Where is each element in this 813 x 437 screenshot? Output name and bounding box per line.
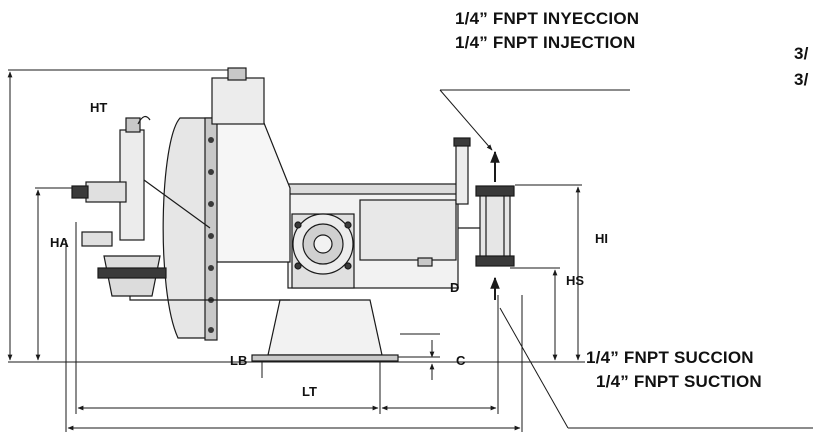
bell-base — [97, 267, 167, 279]
dim-label-hs: HS — [566, 273, 585, 288]
base-plate — [251, 354, 399, 362]
liquid-end-body — [479, 191, 511, 263]
motor-bolt-1 — [294, 221, 302, 229]
sensor-cap — [453, 137, 471, 147]
liquid-end-bottom — [475, 255, 515, 267]
dimension-lines — [7, 69, 813, 432]
pump-body — [71, 67, 515, 362]
head-bolts — [208, 137, 214, 333]
regulator-valve — [85, 181, 127, 203]
top-cap — [227, 67, 247, 81]
suction-leader-diag — [499, 307, 569, 429]
gearbox-top — [287, 183, 459, 195]
dim-label-d: D — [450, 280, 460, 295]
dim-label-lb: LB — [230, 353, 248, 368]
injection-label-en: 1/4” FNPT INJECTION — [455, 33, 636, 52]
gearbox-cover — [359, 199, 457, 261]
liquid-end-top — [475, 185, 515, 197]
dim-label-lt: LT — [302, 384, 317, 399]
diaphragm-head — [162, 117, 213, 339]
regulator-handle — [137, 115, 151, 125]
dim-label-ha: HA — [50, 235, 69, 250]
drain-plug — [417, 257, 433, 267]
motor-bolt-2 — [344, 221, 352, 229]
cut-off-label-top: 3/ — [794, 44, 809, 63]
head-flange — [204, 117, 218, 341]
motor-bolt-4 — [344, 262, 352, 270]
link-arm — [143, 179, 211, 229]
dim-label-ht: HT — [90, 100, 108, 115]
return-line — [129, 296, 290, 301]
regulator-inlet — [71, 185, 89, 199]
pedestal — [267, 299, 383, 356]
sensor-column — [455, 141, 469, 205]
suction-label-es: 1/4” FNPT SUCCION — [586, 348, 754, 367]
cut-off-label-bottom: 3/ — [794, 70, 809, 89]
injection-label-es: 1/4” FNPT INYECCION — [455, 9, 640, 28]
dim-label-hi: HI — [595, 231, 608, 246]
injection-leader-diag — [439, 89, 493, 151]
dim-label-c: C — [456, 353, 466, 368]
top-cylinder — [211, 77, 265, 125]
suction-label-en: 1/4” FNPT SUCTION — [596, 372, 762, 391]
lower-fitting — [81, 231, 113, 247]
motor-shaft — [313, 234, 333, 254]
motor-bolt-3 — [294, 262, 302, 270]
regulator-cap — [125, 117, 141, 133]
drive-cone — [209, 117, 291, 263]
